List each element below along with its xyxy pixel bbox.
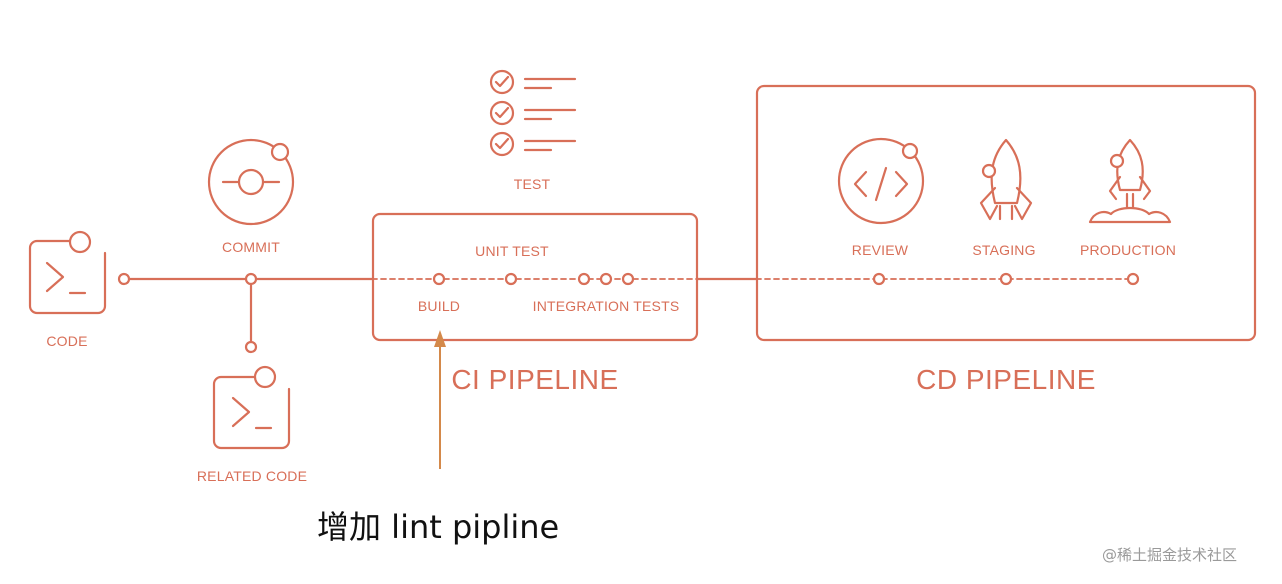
label-review: REVIEW (851, 242, 909, 258)
label-integration-tests: INTEGRATION TESTS (532, 298, 680, 314)
node-dot-related-code (244, 340, 258, 354)
node-dot-build (432, 272, 446, 286)
node-dot-review (872, 272, 886, 286)
label-commit: COMMIT (222, 239, 280, 255)
commit-icon (207, 138, 295, 226)
label-test: TEST (513, 176, 551, 192)
node-dot-commit (244, 272, 258, 286)
checklist-icon (489, 69, 577, 157)
label-related-code: RELATED CODE (196, 468, 308, 484)
label-production: PRODUCTION (1079, 242, 1177, 258)
annotation-arrow (434, 330, 446, 469)
node-dot-integration-1 (577, 272, 591, 286)
node-dot-code (117, 272, 131, 286)
label-build: BUILD (417, 298, 461, 314)
label-code: CODE (46, 333, 88, 349)
annotation-text: 增加 lint pipline (317, 508, 560, 546)
ci-pipeline-title: CI PIPELINE (451, 364, 619, 395)
cd-pipeline-title: CD PIPELINE (916, 364, 1096, 395)
node-dot-production (1126, 272, 1140, 286)
node-dot-integration-3 (621, 272, 635, 286)
watermark: @稀土掘金技术社区 (1102, 546, 1238, 564)
node-dot-unit-test (504, 272, 518, 286)
rocket-launch-icon (1088, 138, 1172, 224)
ci-pipeline-box (371, 212, 699, 342)
terminal-icon (28, 230, 107, 315)
code-brackets-icon (837, 137, 925, 225)
label-staging: STAGING (972, 242, 1036, 258)
rocket-icon (979, 138, 1033, 221)
node-dot-staging (999, 272, 1013, 286)
terminal-icon (212, 365, 291, 450)
label-unit-test: UNIT TEST (475, 243, 549, 259)
node-dot-integration-2 (599, 272, 613, 286)
cd-pipeline-box (755, 84, 1257, 342)
